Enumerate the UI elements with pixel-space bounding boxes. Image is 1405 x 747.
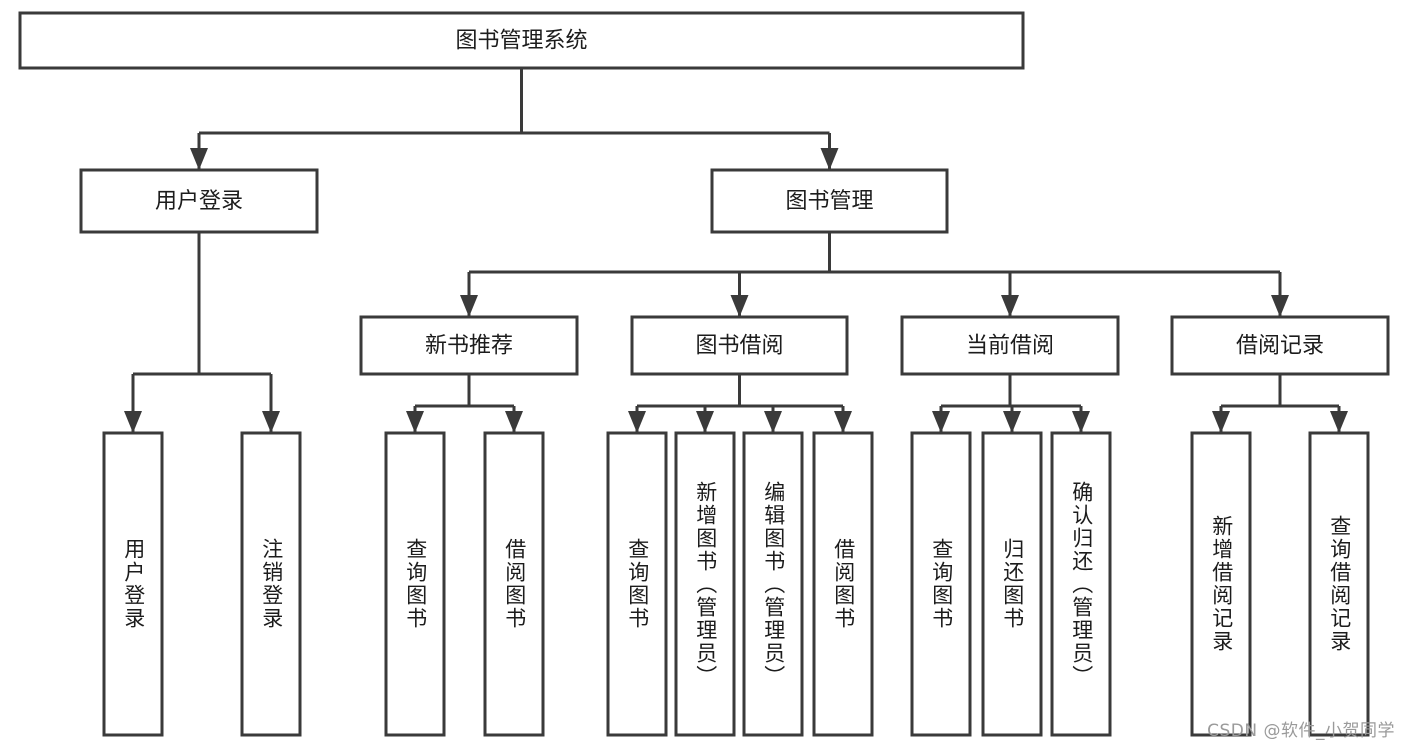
node-leaf-borrow-book-1[interactable] — [483, 431, 545, 737]
node-borrow-record-label: 借阅记录 — [1236, 334, 1324, 359]
book-manage-arrow-0 — [460, 295, 478, 317]
node-leaf-logout-login[interactable] — [240, 431, 302, 737]
node-new-book-recommend[interactable] — [359, 315, 579, 376]
current-borrow-arrow-0 — [932, 411, 950, 433]
node-user-login-label: 用户登录 — [155, 189, 243, 214]
root-arrow-1 — [820, 148, 839, 170]
node-book-borrow-label: 图书借阅 — [695, 334, 783, 359]
book-borrow-arrow-3 — [834, 411, 852, 433]
node-leaf-edit-book[interactable] — [742, 431, 804, 737]
node-current-borrow-label: 当前借阅 — [966, 334, 1054, 359]
user-login-arrow-1 — [262, 411, 280, 433]
node-leaf-user-login[interactable] — [102, 431, 164, 737]
current-borrow-arrow-2 — [1072, 411, 1090, 433]
node-new-book-recommend-label: 新书推荐 — [425, 334, 513, 359]
node-book-borrow[interactable] — [630, 315, 849, 376]
book-manage-arrow-2 — [1001, 295, 1019, 317]
node-root-label: 图书管理系统 — [455, 29, 587, 54]
new-book-recommend-arrow-1 — [505, 411, 523, 433]
node-book-manage[interactable] — [710, 168, 949, 234]
node-leaf-borrow-book-2[interactable] — [812, 431, 874, 737]
root-arrow-0 — [190, 148, 208, 170]
node-leaf-query-book-1[interactable] — [384, 431, 446, 737]
node-borrow-record[interactable] — [1170, 315, 1390, 376]
node-current-borrow[interactable] — [900, 315, 1120, 376]
node-leaf-add-book[interactable] — [674, 431, 736, 737]
user-login-arrow-0 — [124, 411, 142, 433]
node-leaf-add-record[interactable] — [1190, 431, 1252, 737]
node-user-login[interactable] — [79, 168, 319, 234]
book-borrow-arrow-1 — [696, 411, 714, 433]
connector-layer — [124, 68, 1348, 433]
borrow-record-arrow-0 — [1212, 411, 1230, 433]
borrow-record-arrow-1 — [1330, 411, 1348, 433]
node-book-manage-label: 图书管理 — [785, 189, 873, 214]
node-leaf-return-book[interactable] — [981, 431, 1043, 737]
book-manage-arrow-3 — [1271, 295, 1289, 317]
new-book-recommend-arrow-0 — [406, 411, 424, 433]
node-leaf-query-record[interactable] — [1308, 431, 1370, 737]
book-borrow-arrow-0 — [628, 411, 646, 433]
node-leaf-query-book-2[interactable] — [606, 431, 668, 737]
book-borrow-arrow-2 — [764, 411, 782, 433]
node-leaf-confirm-return[interactable] — [1050, 431, 1112, 737]
node-root[interactable] — [18, 11, 1025, 70]
current-borrow-arrow-1 — [1003, 411, 1021, 433]
node-leaf-query-book-3[interactable] — [910, 431, 972, 737]
book-manage-arrow-1 — [730, 295, 749, 317]
node-box-layer — [18, 11, 1390, 737]
csdn-watermark: CSDN @软件_小贺同学 — [1207, 721, 1395, 741]
